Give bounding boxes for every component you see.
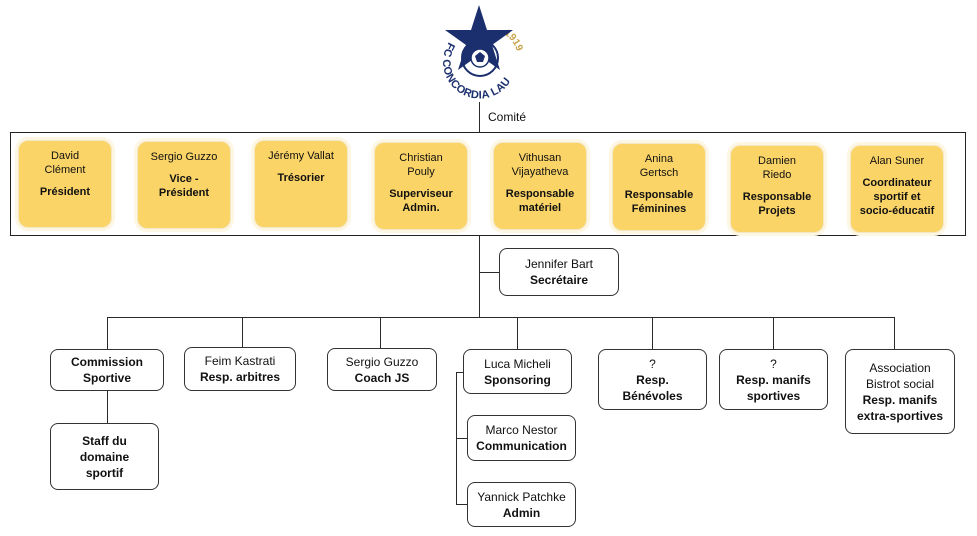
connector-drop-commission <box>107 317 108 349</box>
member-name: Damien Riedo <box>758 155 796 181</box>
sponsoring-name: Luca Micheli <box>484 356 551 371</box>
secretary-role: Secrétaire <box>529 273 589 287</box>
communication-name: Marco Nestor <box>485 423 558 437</box>
manifs-role: Resp. manifs sportives <box>736 372 811 403</box>
member-name: Christian Pouly <box>399 152 443 178</box>
sponsoring-role: Sponsoring <box>484 372 551 387</box>
benevoles-box: ? Resp. Bénévoles <box>598 349 707 410</box>
member-name: Alan Suner <box>869 155 925 167</box>
bistrot-social-box: Association Bistrot social Resp. manifs … <box>845 349 955 434</box>
benevoles-name: ? <box>649 356 656 371</box>
comite-label: Comité <box>488 110 527 124</box>
member-role: Responsable Féminines <box>624 189 694 215</box>
bistrot-role: Resp. manifs extra-sportives <box>856 392 944 423</box>
manifs-name: ? <box>770 356 777 371</box>
member-card-coordinateur: Alan Suner Coordinateur sportif et socio… <box>850 145 944 233</box>
member-role: Responsable matériel <box>505 188 575 214</box>
staff-role: Staff du domaine sportif <box>79 433 130 480</box>
member-card-feminines: Anina Gertsch Responsable Féminines <box>612 143 706 231</box>
member-role: Superviseur Admin. <box>389 188 453 214</box>
arbitres-box: Feim Kastrati Resp. arbitres <box>184 347 296 391</box>
staff-sportif-box: Staff du domaine sportif <box>50 423 159 490</box>
member-role: Président <box>39 186 91 198</box>
member-name: Sergio Guzzo <box>150 151 218 163</box>
member-name: Jérémy Vallat <box>268 150 334 162</box>
member-card-projets: Damien Riedo Responsable Projets <box>730 145 824 233</box>
admin-name: Yannick Patchke <box>477 489 566 504</box>
connector-comite-down <box>479 236 480 317</box>
manifs-sportives-box: ? Resp. manifs sportives <box>719 349 828 410</box>
arbitres-role: Resp. arbitres <box>199 370 281 384</box>
coach-name: Sergio Guzzo <box>345 354 419 369</box>
connector-to-sponsoring <box>456 372 464 373</box>
member-role: Coordinateur sportif et socio-éducatif <box>859 177 935 217</box>
commission-sportive-box: Commission Sportive <box>50 349 164 391</box>
connector-drop-arbitres <box>242 317 243 349</box>
commission-role: Commission Sportive <box>70 355 143 385</box>
bistrot-name: Association Bistrot social <box>865 360 935 391</box>
connector-drop-benevoles <box>652 317 653 349</box>
benevoles-role: Resp. Bénévoles <box>622 372 683 403</box>
connector-main-horizontal <box>107 317 894 318</box>
connector-drop-bistrot <box>894 317 895 349</box>
member-card-superviseur: Christian Pouly Superviseur Admin. <box>374 142 468 230</box>
member-card-vice-president: Sergio Guzzo Vice - Président <box>137 141 231 229</box>
connector-commission-staff <box>107 391 108 423</box>
member-name: Vithusan Vijayatheva <box>511 152 569 178</box>
connector-drop-coach <box>380 317 381 349</box>
member-role: Responsable Projets <box>742 191 812 217</box>
member-role: Vice - Président <box>158 173 210 199</box>
member-role: Trésorier <box>277 172 325 184</box>
connector-drop-sponsoring <box>517 317 518 349</box>
club-logo: FC CONCORDIA LAUSANNE 1919 <box>426 0 530 102</box>
connector-to-communication <box>456 438 467 439</box>
coach-box: Sergio Guzzo Coach JS <box>327 348 437 391</box>
member-name: David Clément <box>44 150 86 176</box>
member-card-tresorier: Jérémy Vallat Trésorier <box>254 140 348 228</box>
admin-box: Yannick Patchke Admin <box>467 482 576 527</box>
coach-role: Coach JS <box>354 370 410 385</box>
communication-role: Communication <box>476 439 567 453</box>
connector-logo-comite <box>479 102 480 132</box>
connector-to-admin <box>456 504 467 505</box>
member-card-materiel: Vithusan Vijayatheva Responsable matérie… <box>493 142 587 230</box>
arbitres-name: Feim Kastrati <box>204 354 276 368</box>
sponsoring-box: Luca Micheli Sponsoring <box>463 349 572 394</box>
member-name: Anina Gertsch <box>639 153 679 179</box>
secretary-box: Jennifer Bart Secrétaire <box>499 248 619 296</box>
communication-box: Marco Nestor Communication <box>467 415 576 461</box>
member-card-president: David Clément Président <box>18 140 112 228</box>
connector-drop-manifs <box>773 317 774 349</box>
secretary-name: Jennifer Bart <box>524 257 594 271</box>
connector-secretary <box>479 272 499 273</box>
admin-role: Admin <box>502 505 541 520</box>
